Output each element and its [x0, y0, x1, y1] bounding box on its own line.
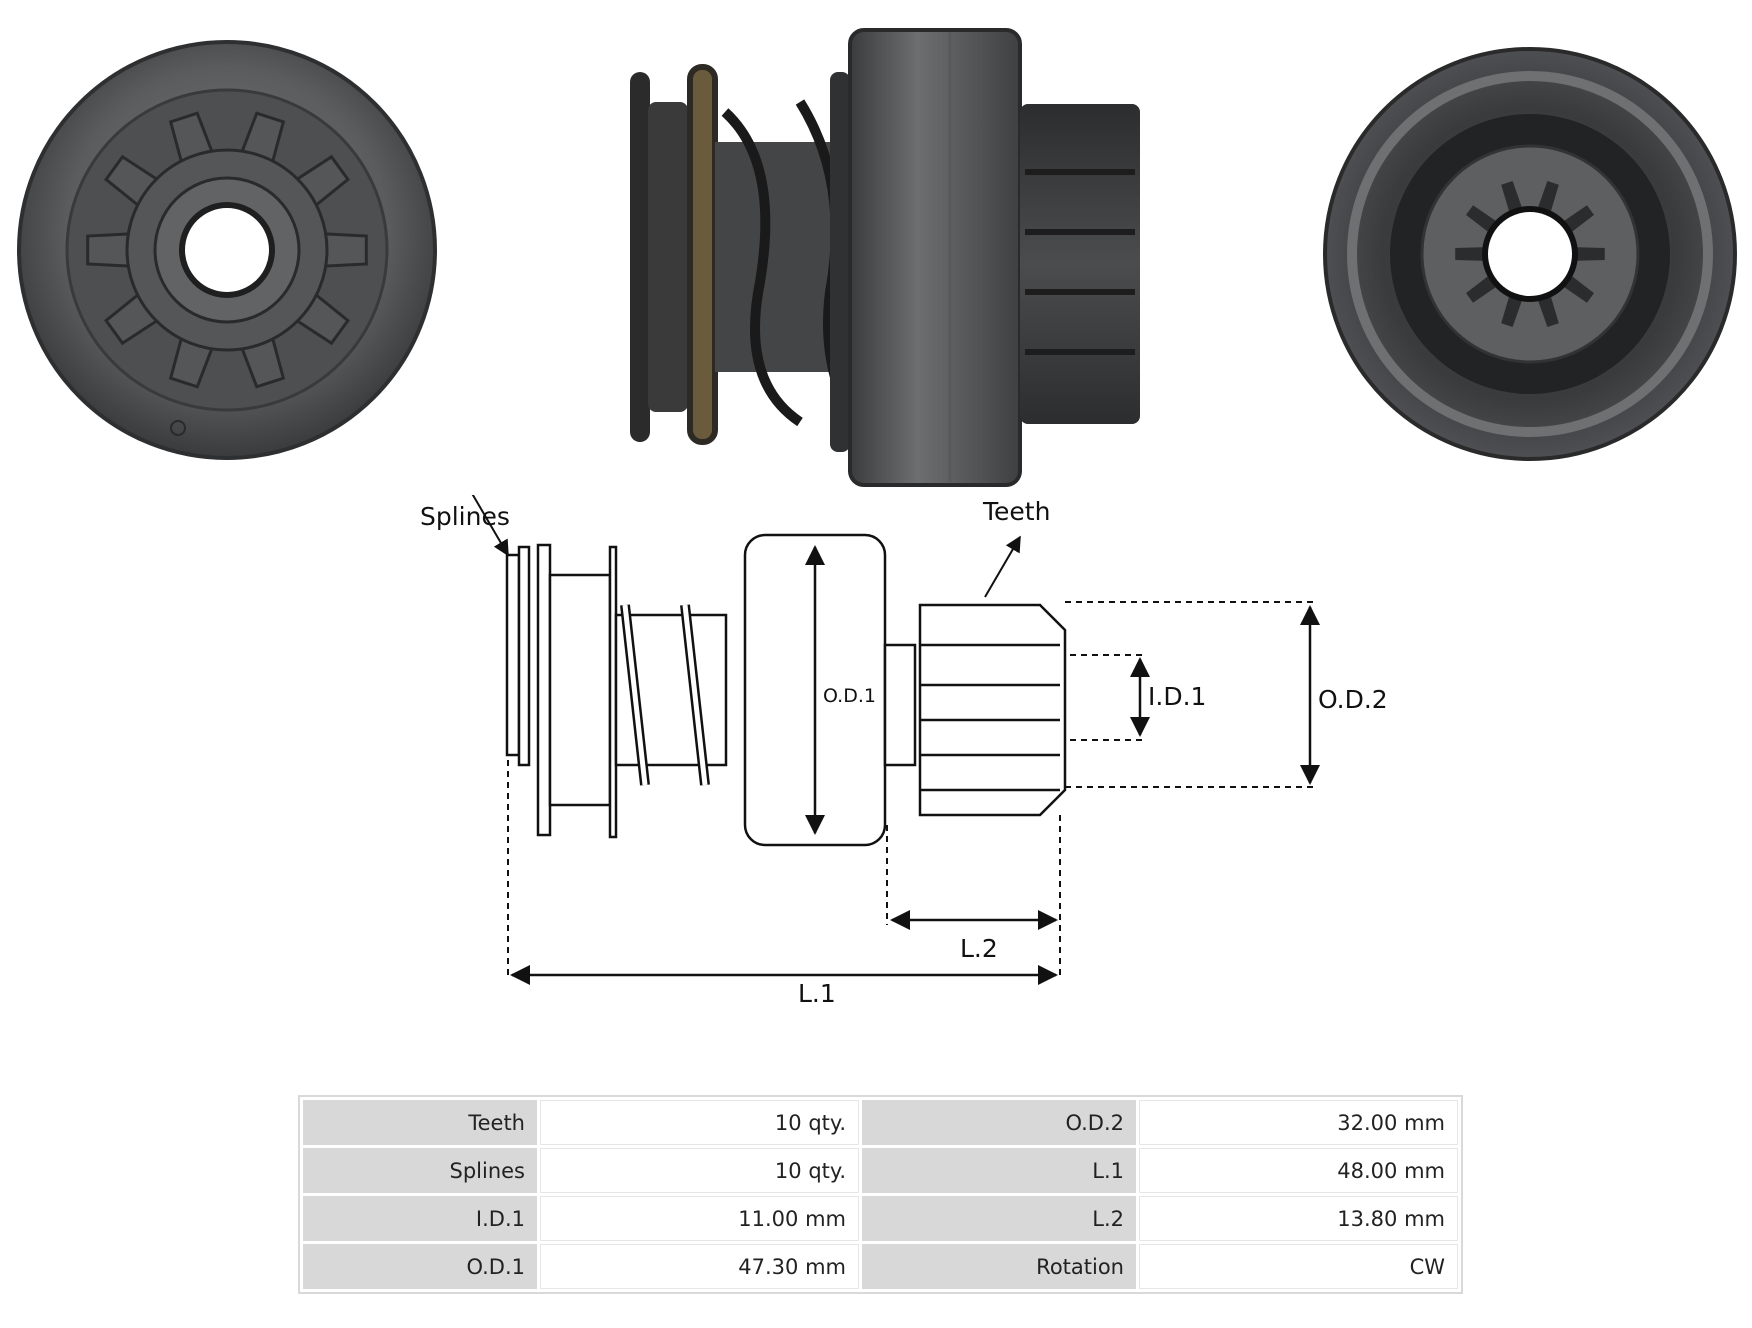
spec-value: 10 qty.	[540, 1100, 859, 1145]
pinion-back-view-image	[1323, 47, 1737, 461]
spec-label: O.D.2	[862, 1100, 1136, 1145]
pinion-front-view-image	[17, 40, 437, 460]
spec-value: 11.00 mm	[540, 1196, 859, 1241]
spec-value: CW	[1139, 1244, 1458, 1289]
pinion-dimension-diagram: Splines Teeth O.D.1 I.D.1 O.D.2 L.2 L.1	[420, 495, 1388, 1008]
spec-label: O.D.1	[303, 1244, 537, 1289]
spec-label: L.1	[862, 1148, 1136, 1193]
l2-label: L.2	[960, 934, 998, 963]
pinion-side-view-image	[630, 28, 1140, 487]
spec-value: 32.00 mm	[1139, 1100, 1458, 1145]
spec-value: 10 qty.	[540, 1148, 859, 1193]
spec-label: Rotation	[862, 1244, 1136, 1289]
splines-label: Splines	[420, 502, 510, 531]
od2-label: O.D.2	[1318, 685, 1388, 714]
od1-label: O.D.1	[823, 685, 876, 707]
spec-label: I.D.1	[303, 1196, 537, 1241]
id1-label: I.D.1	[1148, 682, 1206, 711]
l1-label: L.1	[798, 979, 836, 1008]
spec-value: 48.00 mm	[1139, 1148, 1458, 1193]
spec-label: L.2	[862, 1196, 1136, 1241]
spec-label: Splines	[303, 1148, 537, 1193]
spec-label: Teeth	[303, 1100, 537, 1145]
spec-value: 47.30 mm	[540, 1244, 859, 1289]
teeth-label: Teeth	[982, 497, 1050, 526]
spec-value: 13.80 mm	[1139, 1196, 1458, 1241]
